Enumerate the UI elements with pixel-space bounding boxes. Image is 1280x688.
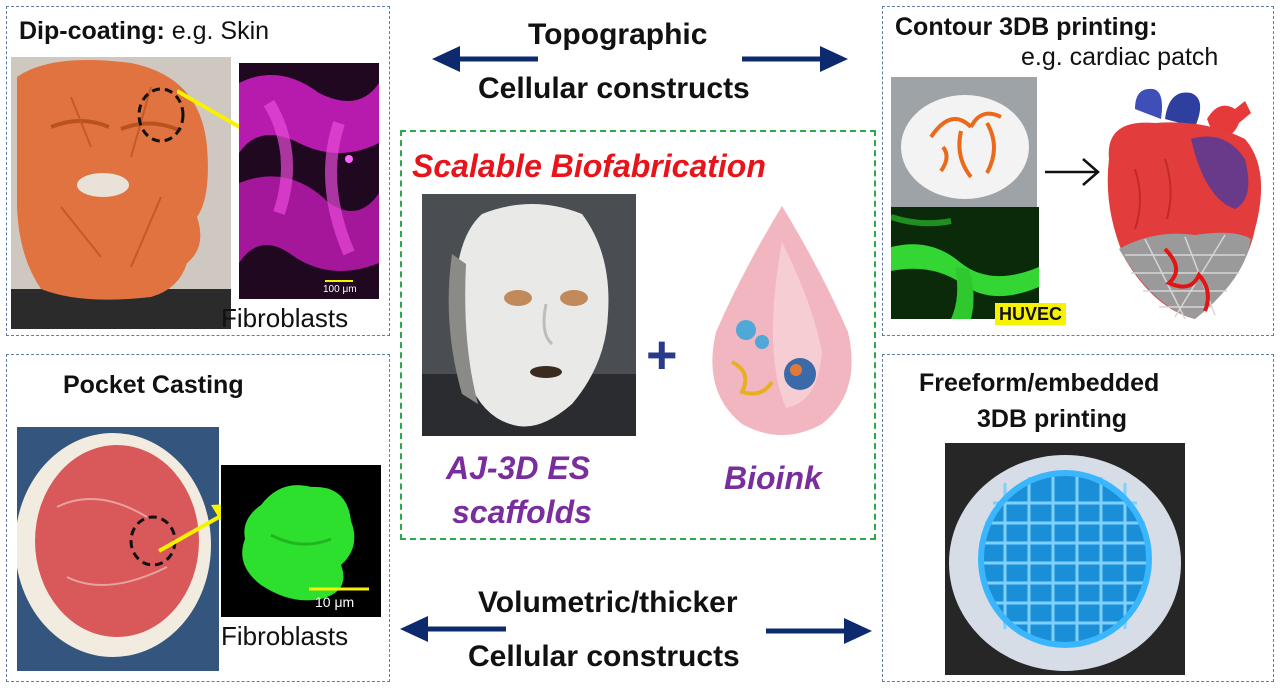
aj3d-scaffold-photo [422,194,636,436]
bottom-cellular-constructs-label: Cellular constructs [468,640,740,673]
freeform-printing-panel: Freeform/embedded 3DB printing [882,354,1274,682]
freeform-title-line2: 3DB printing [977,405,1127,433]
scalable-biofabrication-panel: Scalable Biofabrication + AJ-3D ES scaff… [400,130,876,540]
bioink-label: Bioink [724,460,822,496]
huvec-fluorescence-image [891,207,1039,319]
bottom-left-arrow-icon [400,616,506,642]
aj3d-es-label: AJ-3D ES [446,450,591,486]
pocket-casting-photo [17,427,219,671]
volumetric-label: Volumetric/thicker [478,586,738,619]
pocket-fibroblast-image: 10 μm [221,465,381,617]
cardiac-patch-subtitle: e.g. cardiac patch [1021,43,1219,71]
bottom-right-arrow-icon [766,618,872,644]
topographic-label: Topographic [528,18,708,51]
thin-right-arrow-icon [1045,158,1100,186]
scaffolds-label: scaffolds [452,494,592,530]
pocket-casting-panel: Pocket Casting 10 μm Fibroblasts [6,354,390,682]
scalable-biofabrication-title: Scalable Biofabrication [412,148,766,184]
printed-patch-photo [891,77,1037,207]
pocket-scale-bar-label: 10 μm [315,594,355,610]
dip-coating-title: Dip-coating: e.g. Skin [19,19,269,44]
dip-coating-panel: Dip-coating: e.g. Skin 100 μm Fibroblas [6,6,390,336]
fibroblast-fluorescence-image: 100 μm [239,63,379,299]
pocket-fibroblasts-caption: Fibroblasts [221,621,349,651]
right-arrow-icon [742,46,848,72]
huvec-label: HUVEC [995,303,1067,325]
scale-bar-label: 100 μm [323,284,357,295]
contour-printing-panel: Contour 3DB printing: e.g. cardiac patch… [882,6,1274,336]
dip-coating-label: Dip-coating: [19,17,165,45]
pocket-casting-title: Pocket Casting [63,371,244,399]
left-arrow-icon [432,46,538,72]
heart-illustration [1107,88,1262,320]
bioink-droplet-icon [712,206,852,435]
contour-printing-title: Contour 3DB printing: [895,13,1158,41]
plus-sign: + [646,325,678,385]
freeform-mesh-photo [945,443,1185,675]
fibroblasts-caption: Fibroblasts [221,303,349,333]
freeform-title-line1: Freeform/embedded [919,369,1160,397]
top-cellular-constructs-label: Cellular constructs [478,72,750,105]
dip-coating-example: e.g. Skin [171,17,270,45]
